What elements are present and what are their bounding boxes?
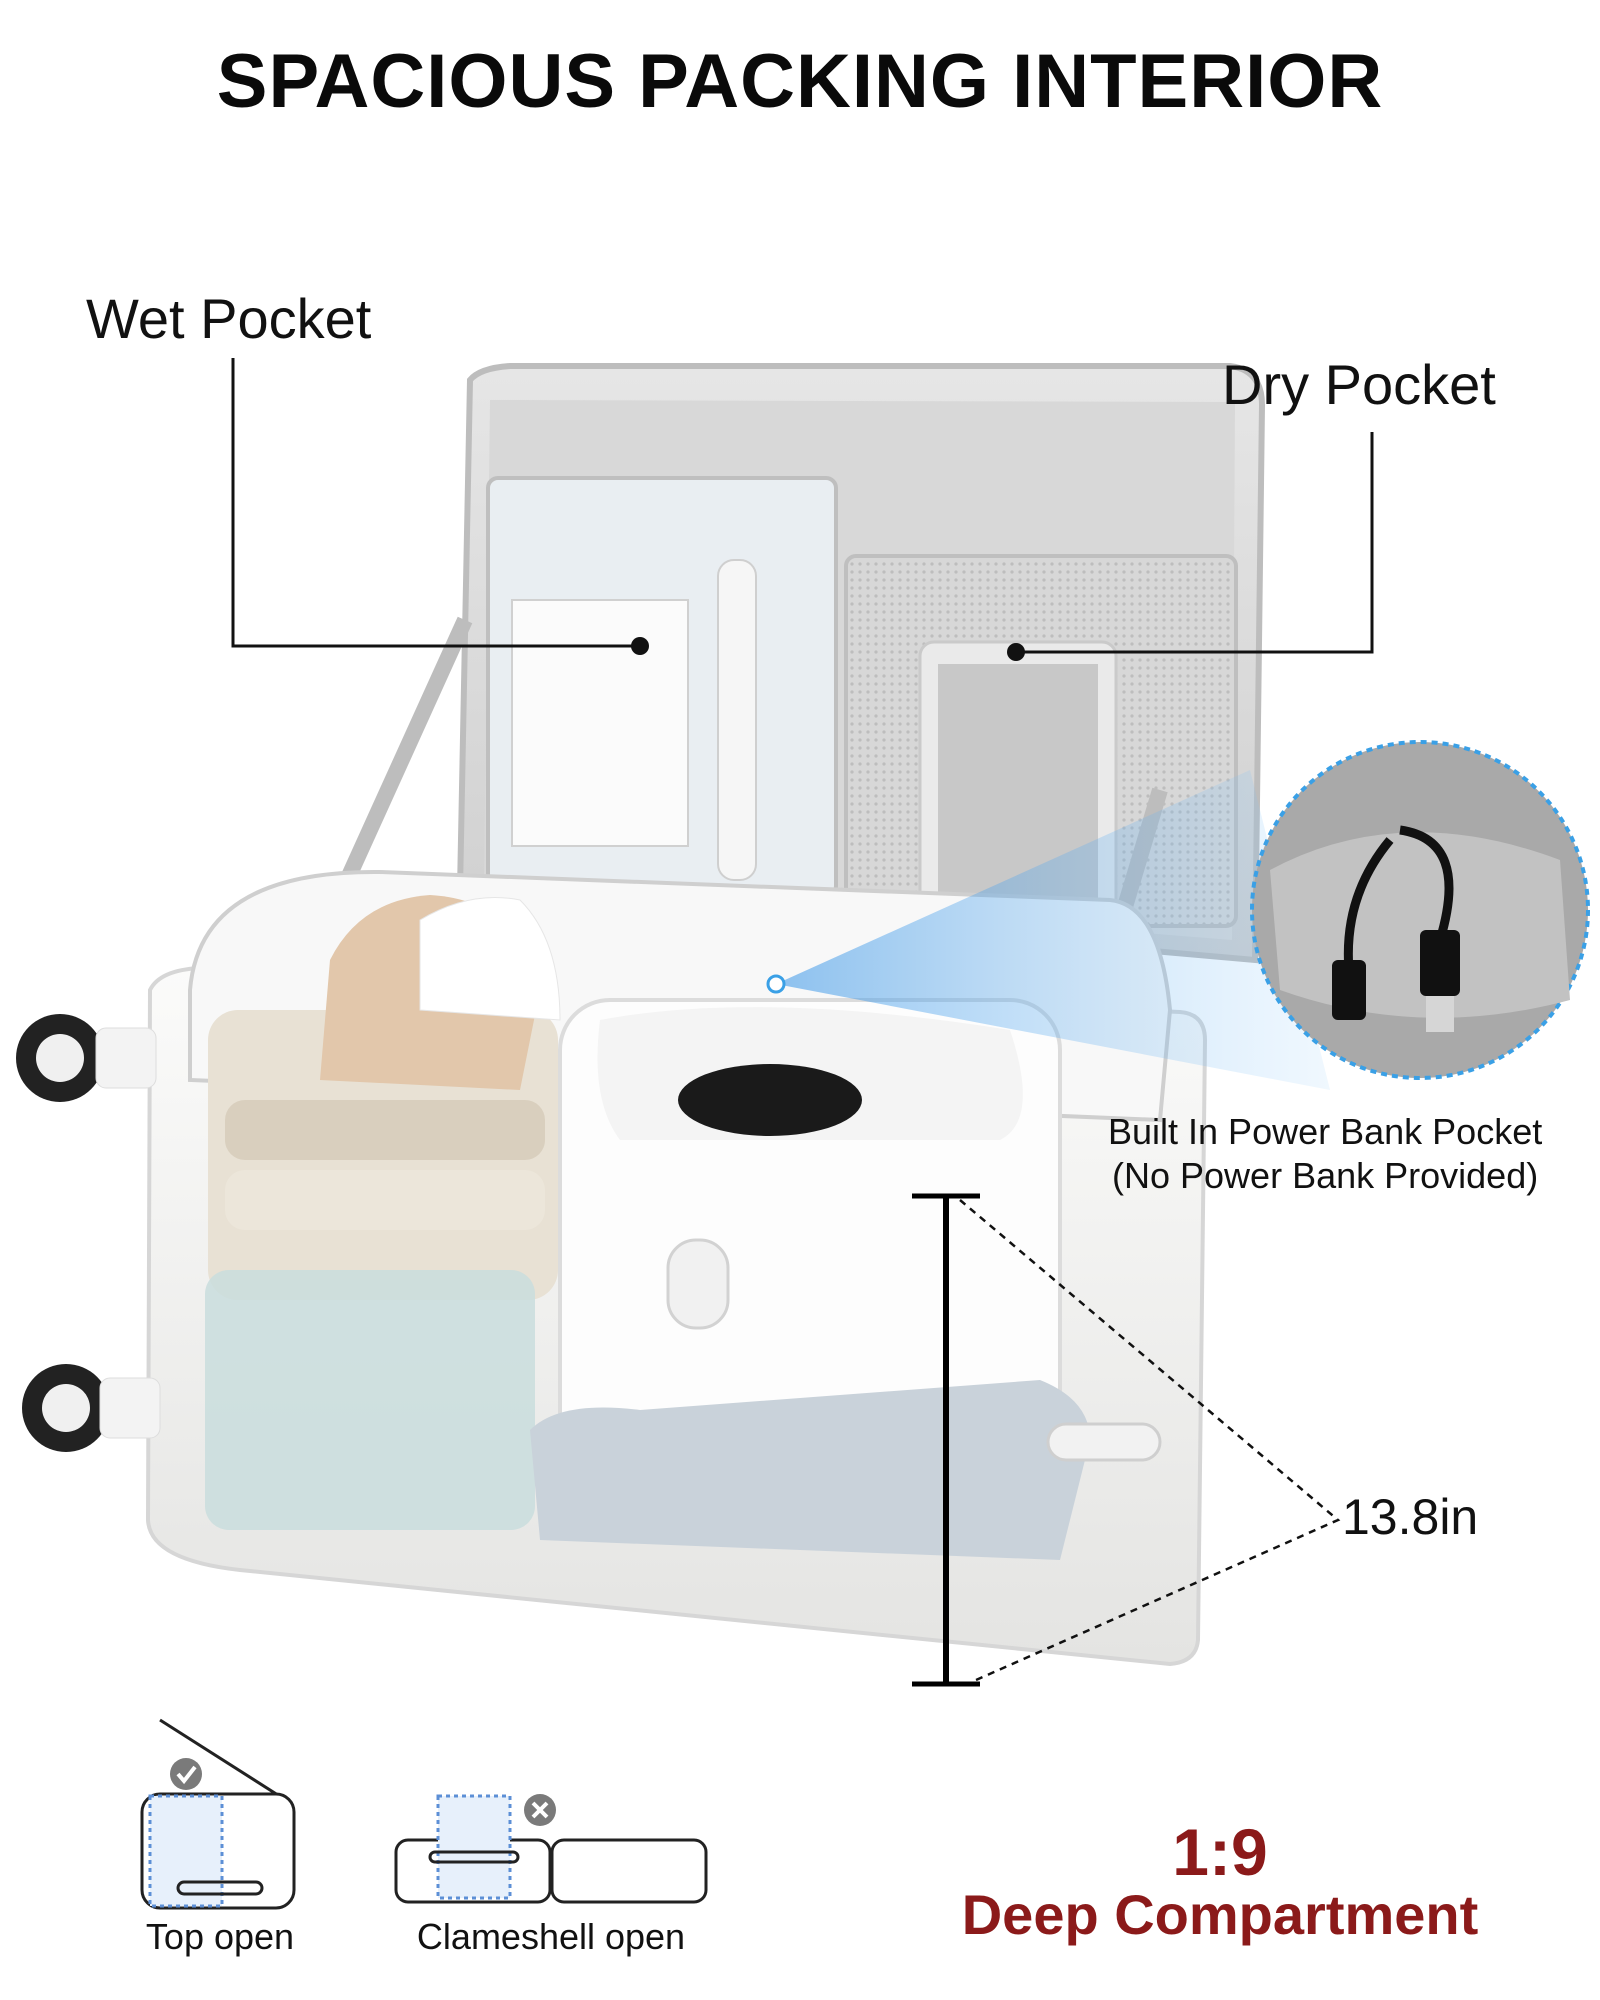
- power-bank-zoom: [766, 740, 1590, 1090]
- power-bank-note: Built In Power Bank Pocket (No Power Ban…: [1108, 1110, 1542, 1198]
- suitcase-lid: [312, 363, 1266, 1043]
- compartment-caption: Deep Compartment: [961, 1883, 1479, 1946]
- top-open-icon: [140, 1718, 296, 1910]
- power-bank-note-line1: Built In Power Bank Pocket: [1108, 1111, 1543, 1152]
- clamshell-open-label: Clameshell open: [416, 1916, 686, 1957]
- check-icon: [170, 1758, 202, 1790]
- dry-pocket-label: Dry Pocket: [1222, 353, 1496, 416]
- depth-dimension: [912, 1193, 1341, 1687]
- wet-pocket-leader: [231, 358, 649, 655]
- page-title: SPACIOUS PACKING INTERIOR: [216, 39, 1384, 124]
- cross-icon: [524, 1794, 556, 1826]
- clamshell-open-icon: [394, 1794, 708, 1904]
- suitcase-body: [16, 869, 1208, 1667]
- top-open-label: Top open: [145, 1916, 295, 1957]
- wheel-icon: [16, 1014, 161, 1452]
- power-bank-note-line2: (No Power Bank Provided): [1112, 1155, 1539, 1196]
- compartment-ratio: 1:9: [1172, 1815, 1268, 1889]
- dry-pocket-leader: [1007, 432, 1374, 661]
- depth-label: 13.8in: [1342, 1489, 1479, 1545]
- wet-pocket-label: Wet Pocket: [86, 287, 372, 350]
